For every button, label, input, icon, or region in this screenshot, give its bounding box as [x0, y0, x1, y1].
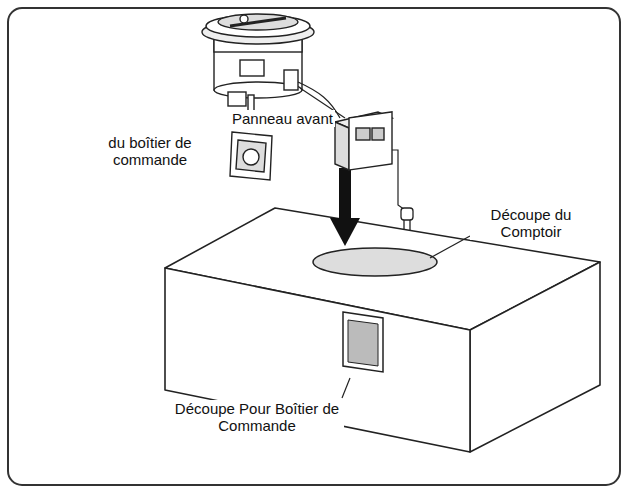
- frame: [8, 8, 620, 485]
- leader-lines: [342, 236, 470, 398]
- cabinet: [165, 208, 600, 452]
- counter-cutout: [313, 248, 437, 276]
- control-box-cutout: [343, 312, 383, 372]
- wires: [298, 82, 405, 210]
- plug: [401, 208, 413, 230]
- part-label: Découpe du Comptoir: [470, 206, 592, 240]
- part-label: du boîtier de commande: [92, 134, 208, 168]
- part-label: Découpe Pour Boîtier de Commande: [170, 400, 344, 434]
- part-label: Panneau avant: [230, 110, 335, 127]
- front-panel: [230, 132, 272, 180]
- appliance: [202, 14, 314, 117]
- down-arrow: [330, 168, 360, 246]
- control-box: [335, 112, 392, 170]
